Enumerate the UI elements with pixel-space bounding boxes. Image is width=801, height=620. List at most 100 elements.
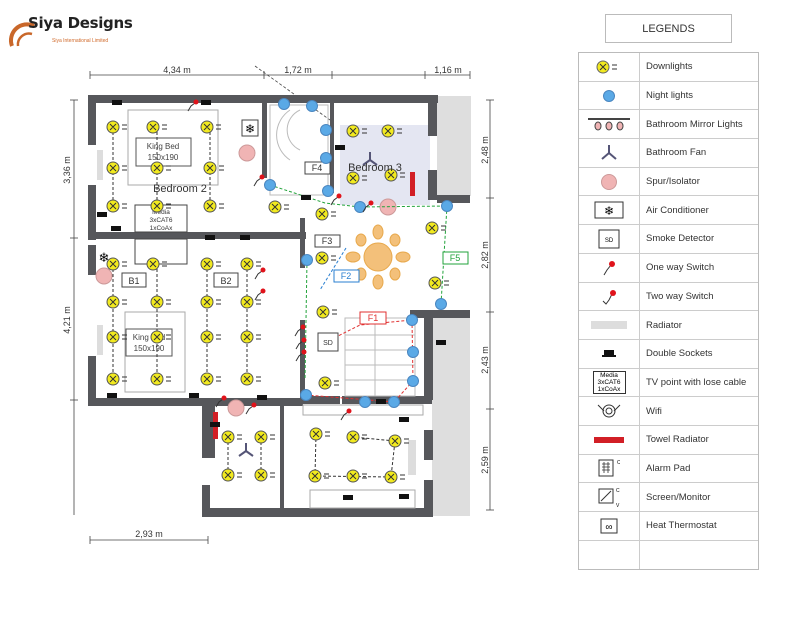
legend-label: Two way Switch [646,290,714,302]
night-light-icon [264,179,276,191]
bed-b1: King Bed 150x190 [125,328,173,357]
media-point: Media 3xCAT6 1xCoAx [134,204,188,265]
room-b1: B1 [128,276,139,286]
media-label: Media [152,209,170,216]
downlight-icon [384,470,405,484]
furniture [124,109,424,509]
downlight-icon [254,468,275,482]
wifi-icon [579,397,640,425]
dim-right-2: 2,82 m [480,241,490,269]
dim-left-1: 3,36 m [62,156,72,184]
downlight-icon [308,469,329,483]
switch-icon [340,408,352,421]
air-conditioner-icon: ❄ [99,250,110,265]
legend-label: TV point with lose cable [646,376,747,388]
downlight-icon [240,372,261,386]
legend-row: Bathroom Mirror Lights [579,110,758,140]
circuit-labels: F4 F3 F2 F5 F1 SD [304,161,469,352]
night-light-icon [579,81,640,110]
double-socket-icon [257,395,267,400]
downlight-icon [200,120,221,134]
legend-label: Spur/Isolator [646,176,700,188]
switch-icon [215,395,227,408]
double-socket-icon [107,393,117,398]
double-socket-icon [210,422,220,427]
legend-label: Bathroom Fan [646,147,707,159]
legend-label: One way Switch [646,262,715,274]
circuit-f3: F3 [322,236,333,246]
legend-row: One way Switch [579,253,758,283]
downlight-icon [106,257,127,271]
air-conditioner-icon: ❄ [579,196,640,225]
downlight-icon [221,468,242,482]
double-socket-icon [97,212,107,217]
towel-radiator-icon [579,425,640,454]
legend-row: ❄ Air Conditioner [579,196,758,226]
legend-label: Screen/Monitor [646,491,711,503]
radiator [408,440,416,475]
legend-row: Spur/Isolator [579,167,758,197]
legend-row: ∞Heat Thermostat [579,512,758,541]
svg-text:C: C [616,488,620,494]
bed-bedroom2: King Bed 150x190 [135,137,192,167]
double-socket-icon [376,399,386,404]
legend-row [579,540,758,570]
dimension-labels: 4,34 m 1,72 m 1,16 m 3,36 m 4,21 m 2,48 … [62,65,490,539]
downlight-icon [346,171,367,185]
dim-top-1: 4,34 m [163,65,191,75]
double-socket-icon [343,495,353,500]
room-labels: Bedroom 2 Bedroom 3 B1 B2 [121,162,402,288]
legend-label: Radiator [646,319,682,331]
legend-title: LEGENDS [605,14,732,43]
night-light-icon [435,298,447,310]
downlight-icon [106,295,127,309]
downlight-icon [200,295,221,309]
night-light-icon [359,396,371,408]
radiator [97,150,103,180]
downlight-icon [428,276,449,290]
bathroom-fan-icon [362,152,378,166]
switch-icon [294,324,306,337]
circuit-f1: F1 [368,313,379,323]
night-light-icon [300,389,312,401]
logo-subtitle: Siya International Limited [52,38,109,44]
downlight-icon [203,161,224,175]
dim-left-2: 4,21 m [62,306,72,334]
legend-label: Air Conditioner [646,204,709,216]
downlight-icon [315,207,336,221]
switch-icon [295,349,307,362]
bed-label: King Bed [133,333,165,342]
heat-thermostat-icon: ∞ [579,512,640,540]
svg-text:SD: SD [605,238,614,244]
bed-size: 150x190 [134,344,165,353]
double-socket-icon [201,100,211,105]
legend-label [640,541,646,570]
legend-label: Smoke Detector [646,233,715,245]
legend-empty-cell [579,540,640,570]
downlight-icon [106,372,127,386]
two-way-switch-icon [579,282,640,311]
downlight-icon [150,295,171,309]
smoke-detector-icon: SD [579,225,640,253]
night-light-icon [322,185,334,197]
dining-table [345,224,411,290]
circuit-f5: F5 [450,253,461,263]
room-bedroom2: Bedroom 2 [153,183,207,195]
bed-size: 150x190 [148,153,179,162]
legend-row: Double Sockets [579,339,758,369]
bed-label: King Bed [147,142,179,151]
switch-icon [187,99,199,112]
downlight-icon [318,376,339,390]
downlight-icon [106,120,127,134]
downlight-icon [150,330,171,344]
legend-label: Alarm Pad [646,462,691,474]
downlight-icon [146,120,167,134]
switch-icon [254,288,266,301]
legend-label: Downlights [646,61,693,73]
terrace-area [432,318,470,516]
downlight-icon [579,53,640,81]
